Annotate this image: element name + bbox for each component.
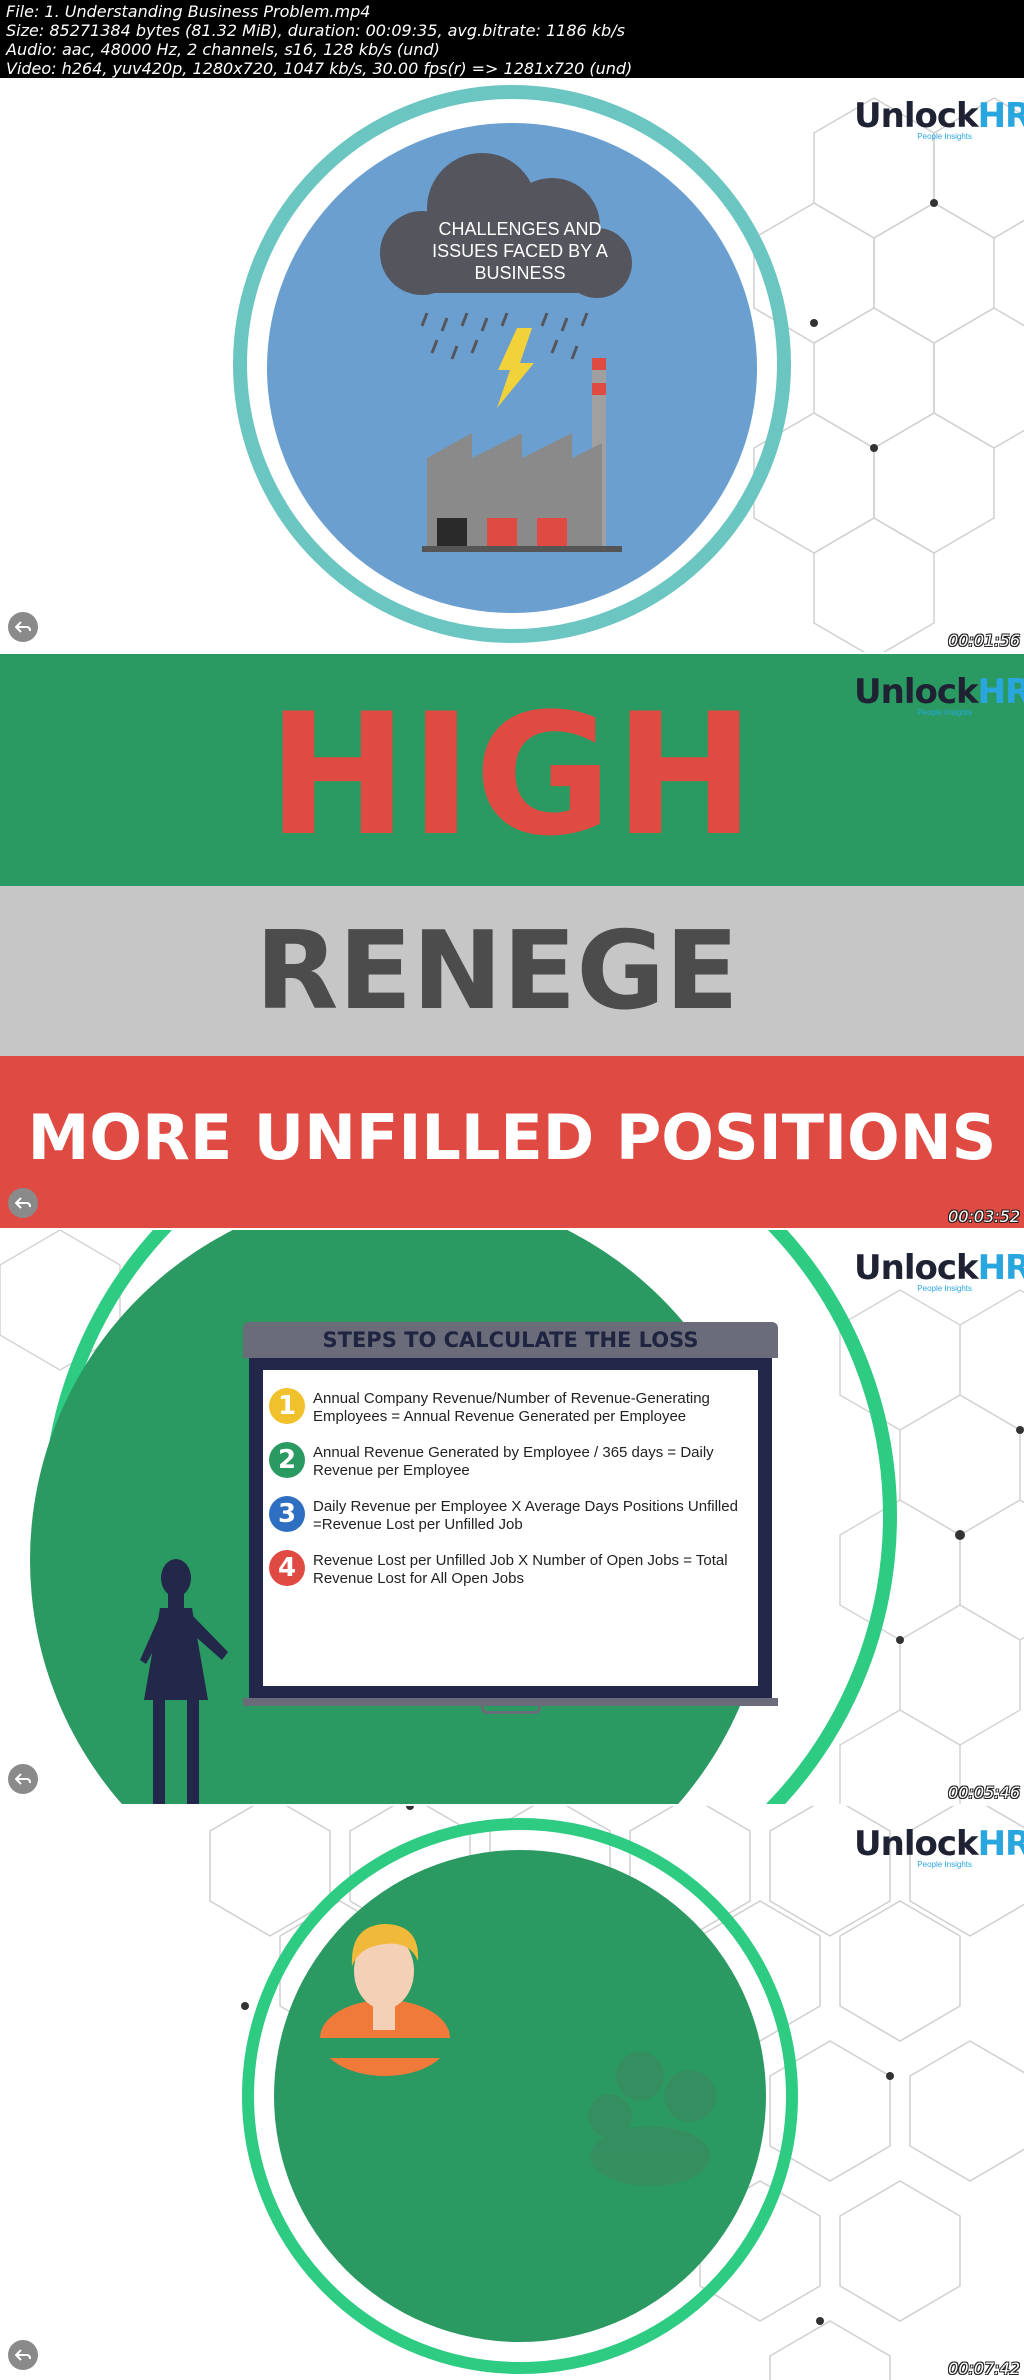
file-info-header: File: 1. Understanding Business Problem.… (0, 0, 1024, 78)
video-frame-3: STEPS TO CALCULATE THE LOSS 1 Annual Com… (0, 1230, 1024, 1804)
cloud-icon (380, 153, 632, 298)
challenge-illustration (233, 85, 791, 643)
lightning-icon (497, 328, 534, 408)
rain-icon (420, 312, 589, 360)
timestamp: 00:03:52 (948, 1207, 1020, 1226)
board-title: STEPS TO CALCULATE THE LOSS (322, 1328, 699, 1352)
back-button[interactable] (8, 1188, 38, 1218)
video-info: Video: h264, yuv420p, 1280x720, 1047 kb/… (6, 59, 633, 78)
timestamp: 00:01:56 (948, 631, 1020, 650)
unlockhr-logo: UnlockHR People Insights (854, 96, 1024, 141)
steps-list: 1 Annual Company Revenue/Number of Reven… (263, 1370, 758, 1686)
back-button[interactable] (8, 1764, 38, 1794)
hexagon-pattern (753, 97, 1024, 652)
step-number-4: 4 (269, 1550, 305, 1586)
back-button[interactable] (8, 612, 38, 642)
back-button[interactable] (8, 2340, 38, 2370)
board-header: STEPS TO CALCULATE THE LOSS (243, 1322, 778, 1358)
unfilled-text: MORE UNFILLED POSITIONS (27, 1100, 997, 1174)
high-text: HIGH (267, 677, 757, 873)
step-number-2: 2 (269, 1442, 305, 1478)
video-frame-4: UnlockHR People Insights 00:07:42 (0, 1806, 1024, 2380)
cloud-label: CHALLENGES AND ISSUES FACED BY A BUSINES… (432, 219, 608, 283)
unlockhr-logo: UnlockHR People Insights (854, 1248, 1024, 1293)
timestamp: 00:07:42 (948, 2359, 1020, 2378)
list-item: 1 Annual Company Revenue/Number of Reven… (269, 1388, 750, 1426)
unfilled-band: MORE UNFILLED POSITIONS (0, 1056, 1024, 1228)
back-arrow-icon (15, 1197, 31, 1209)
high-band: HIGH (0, 654, 1024, 886)
list-item: 3 Daily Revenue per Employee X Average D… (269, 1496, 750, 1534)
list-item: 2 Annual Revenue Generated by Employee /… (269, 1442, 750, 1480)
list-item: 4 Revenue Lost per Unfilled Job X Number… (269, 1550, 750, 1588)
unlockhr-logo: UnlockHR People Insights (854, 672, 1024, 717)
video-frame-2: HIGH RENEGE MORE UNFILLED POSITIONS Unlo… (0, 654, 1024, 1228)
hexagon-pattern (209, 1806, 1024, 2380)
unlockhr-logo: UnlockHR People Insights (854, 1824, 1024, 1869)
step-number-1: 1 (269, 1388, 305, 1424)
back-arrow-icon (15, 1773, 31, 1785)
woman-silhouette-icon (140, 1559, 228, 1804)
renege-text: RENEGE (255, 908, 739, 1034)
steps-board: STEPS TO CALCULATE THE LOSS 1 Annual Com… (243, 1322, 778, 1714)
file-name: File: 1. Understanding Business Problem.… (6, 2, 371, 21)
step-number-3: 3 (269, 1496, 305, 1532)
file-size: Size: 85271384 bytes (81.32 MiB), durati… (6, 21, 625, 40)
person-avatar-icon (320, 1924, 450, 2076)
factory-icon (422, 358, 622, 552)
video-frame-1: CHALLENGES AND ISSUES FACED BY A BUSINES… (0, 78, 1024, 652)
back-arrow-icon (15, 621, 31, 633)
back-arrow-icon (15, 2349, 31, 2361)
timestamp: 00:05:46 (948, 1783, 1020, 1802)
renege-band: RENEGE (0, 886, 1024, 1056)
group-of-people-icon (588, 2052, 716, 2186)
audio-info: Audio: aac, 48000 Hz, 2 channels, s16, 1… (6, 40, 440, 59)
